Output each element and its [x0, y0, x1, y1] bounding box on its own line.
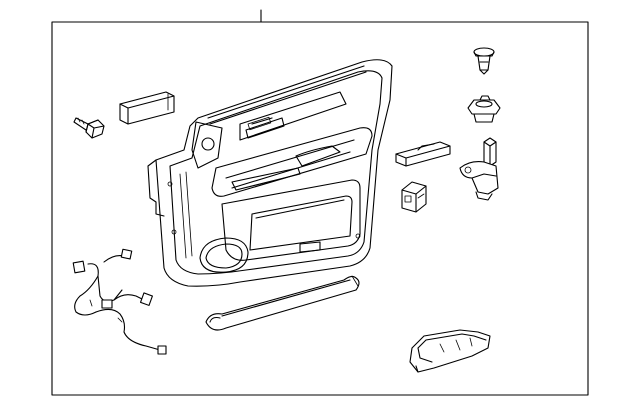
diagram-frame: [51, 9, 589, 396]
courtesy-lamp[interactable]: [459, 137, 499, 201]
trim-screw[interactable]: [73, 117, 105, 139]
pocket-insert[interactable]: [409, 329, 491, 373]
door-trim-panel[interactable]: [147, 59, 393, 287]
switch-bezel-bracket[interactable]: [395, 141, 451, 167]
armrest-bracket[interactable]: [119, 91, 175, 125]
window-switch[interactable]: [401, 181, 427, 213]
wiring-harness[interactable]: [72, 248, 167, 355]
lower-molding[interactable]: [205, 275, 360, 331]
push-clip[interactable]: [473, 47, 495, 75]
retainer-clip[interactable]: [467, 95, 501, 123]
